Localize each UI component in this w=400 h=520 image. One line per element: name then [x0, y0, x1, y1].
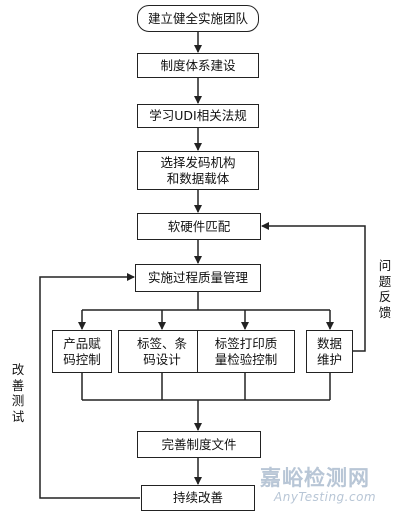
improve-loop-label: 改善测试 — [11, 362, 25, 424]
step-build-team: 建立健全实施团队 — [137, 5, 259, 32]
step-quality-management: 实施过程质量管理 — [135, 264, 261, 292]
step-learn-udi-rules: 学习UDI相关法规 — [137, 104, 259, 128]
watermark-en: AnyTesting.com — [274, 490, 377, 504]
watermark-cn: 嘉峪检测网 — [260, 466, 370, 490]
step-select-issuer: 选择发码机构 和数据载体 — [137, 151, 259, 190]
sub-label-design: 标签、条 码设计 — [118, 330, 206, 373]
feedback-loop-label: 问题反馈 — [378, 258, 392, 320]
step-continuous-improve: 持续改善 — [141, 485, 255, 511]
feedback-loop-line — [261, 222, 366, 352]
step-system-build: 制度体系建设 — [137, 53, 259, 78]
step-improve-docs: 完善制度文件 — [137, 431, 261, 458]
step-software-hardware: 软硬件匹配 — [137, 213, 261, 240]
sub-data-maintenance: 数据 维护 — [306, 330, 353, 373]
sub-product-coding: 产品赋 码控制 — [52, 330, 112, 373]
improve-loop-line — [39, 273, 140, 499]
sub-print-inspection: 标签打印质 量检验控制 — [197, 330, 295, 373]
